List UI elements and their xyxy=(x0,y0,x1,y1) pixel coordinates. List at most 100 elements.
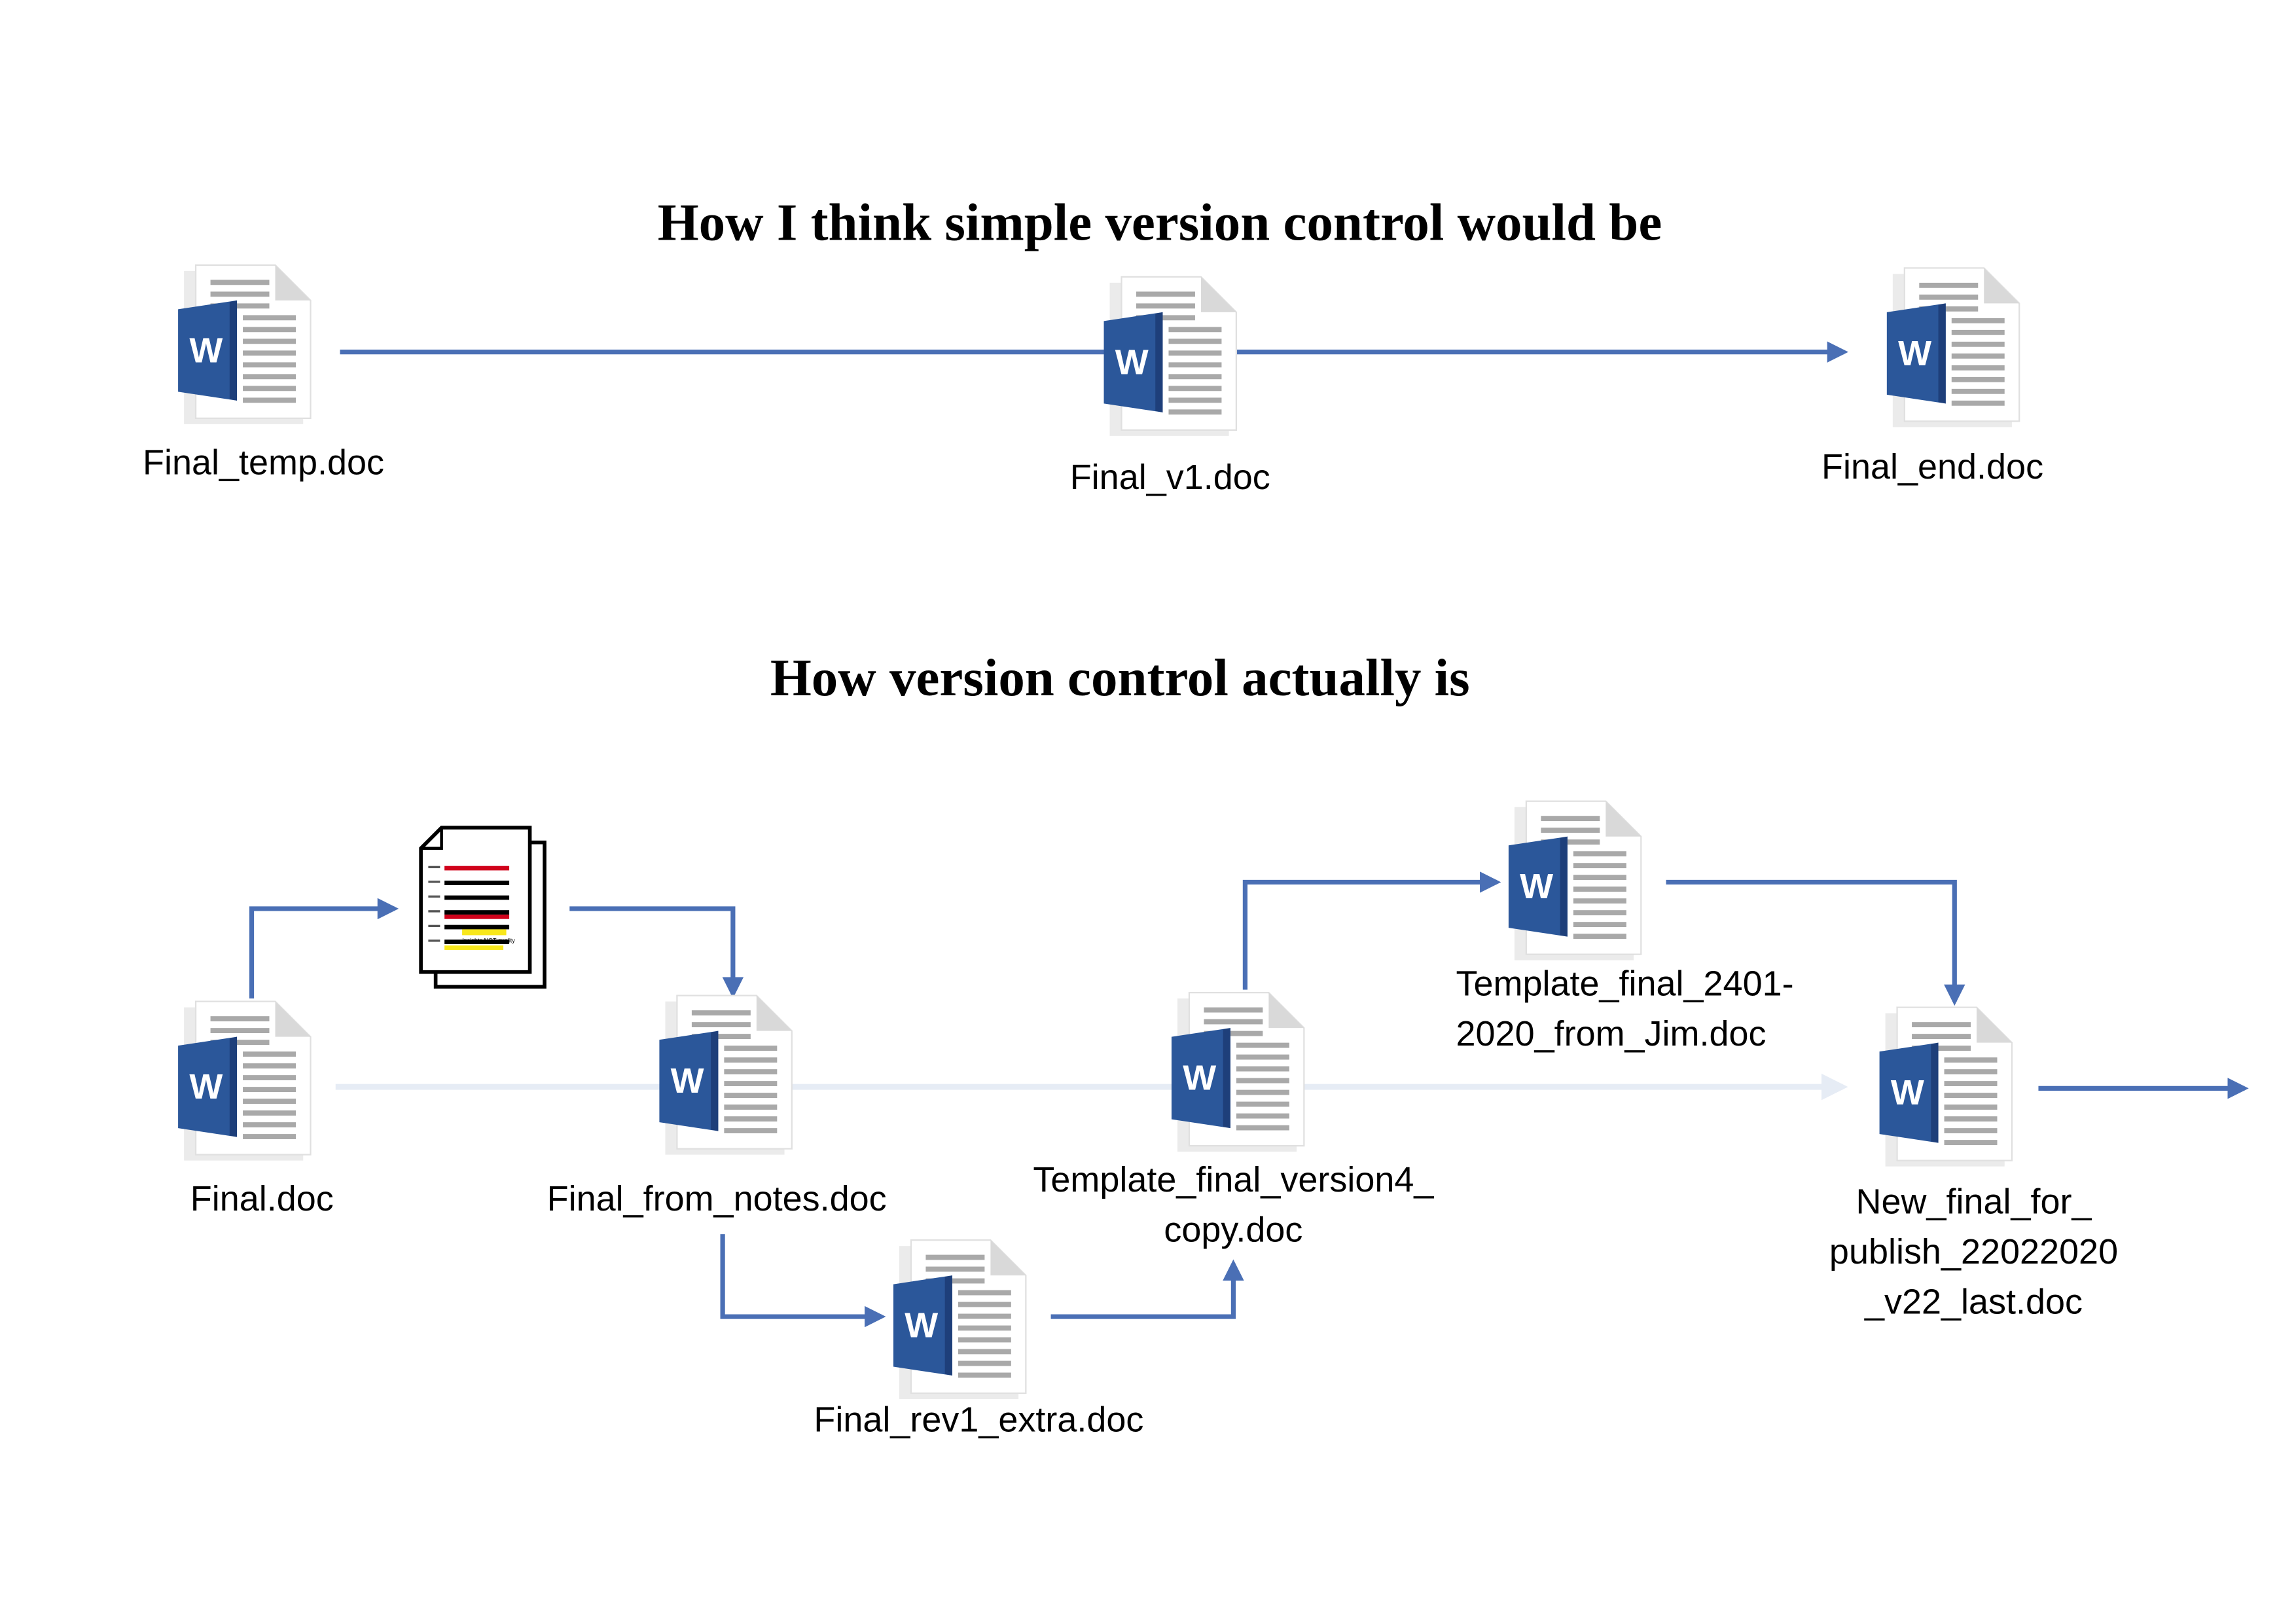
doc-text-line xyxy=(1573,910,1626,916)
doc-text-line xyxy=(1204,1019,1263,1025)
label-final: Final.doc xyxy=(190,1179,334,1220)
doc-text-line xyxy=(1168,397,1222,403)
label-line: Template_final_2401- xyxy=(1456,964,1794,1005)
doc-text-line xyxy=(1944,1128,1998,1133)
label-final-rev1-extra: Final_rev1_extra.doc xyxy=(814,1400,1144,1441)
doc-text-line xyxy=(243,397,296,403)
word-letter: W xyxy=(1183,1059,1216,1098)
notes-red-highlight xyxy=(444,914,510,919)
doc-text-line xyxy=(1951,318,2005,323)
notes-highlight-text: Insights NOT quality xyxy=(462,938,515,944)
doc-text-line xyxy=(1944,1057,1998,1063)
doc-text-line xyxy=(1136,303,1195,309)
doc-text-line xyxy=(724,1046,778,1051)
doc-text-line xyxy=(1944,1140,1998,1145)
label-line: Template_final_version4_ xyxy=(1033,1160,1434,1201)
doc-text-line xyxy=(925,1266,985,1272)
label-line: copy.doc xyxy=(1164,1211,1303,1250)
doc-text-line xyxy=(243,1087,296,1093)
notes-scribble xyxy=(428,910,440,913)
doc-text-line xyxy=(1204,1030,1263,1036)
doc-text-line xyxy=(1951,400,2005,406)
doc-text-line xyxy=(243,1075,296,1081)
label-line: 2020_from_Jim.doc xyxy=(1456,1014,1767,1055)
doc-text-line xyxy=(724,1128,778,1133)
word-badge-edge xyxy=(944,1275,952,1376)
doc-text-line xyxy=(1204,1007,1263,1013)
doc-text-line xyxy=(243,1051,296,1057)
doc-text-line xyxy=(724,1081,778,1087)
doc-text-line xyxy=(210,1040,270,1046)
doc-text-line xyxy=(1573,875,1626,881)
doc-text-line xyxy=(1912,1034,1971,1040)
doc-text-line xyxy=(243,1099,296,1104)
doc-text-line xyxy=(1951,365,2005,371)
word-letter: W xyxy=(1115,342,1149,382)
word-letter: W xyxy=(1520,867,1553,906)
word-badge-edge xyxy=(1560,836,1568,937)
doc-text-line xyxy=(1168,409,1222,415)
doc-text-line xyxy=(243,362,296,368)
doc-text-line xyxy=(1168,338,1222,344)
notes-scribble xyxy=(428,924,440,928)
label-final-temp: Final_temp.doc xyxy=(143,443,385,483)
doc-text-line xyxy=(958,1372,1011,1378)
doc-text-line xyxy=(1944,1104,1998,1110)
notes-text-line xyxy=(444,895,510,900)
doc-text-line xyxy=(691,1034,751,1040)
doc-text-line xyxy=(1168,386,1222,392)
doc-text-line xyxy=(1541,839,1600,845)
doc-text-line xyxy=(1951,376,2005,382)
doc-text-line xyxy=(1919,306,1979,312)
doc-text-line xyxy=(1168,374,1222,380)
arrow-final-to-notes xyxy=(249,898,399,999)
word-letter: W xyxy=(905,1306,938,1345)
doc-text-line xyxy=(724,1116,778,1122)
doc-text-line xyxy=(1236,1113,1289,1119)
doc-text-line xyxy=(243,338,296,344)
doc-text-line xyxy=(210,280,270,285)
doc-text-line xyxy=(1236,1125,1289,1131)
doc-text-line xyxy=(1951,388,2005,394)
arrow-rev1-to-template-v4 xyxy=(1050,1259,1244,1319)
doc-fold xyxy=(990,1240,1026,1276)
doc-fold xyxy=(1977,1007,2012,1043)
arrows-layer xyxy=(249,341,2249,1328)
word-badge-edge xyxy=(1938,303,1946,404)
doc-text-line xyxy=(724,1069,778,1075)
notes-scribble xyxy=(428,866,440,869)
word-letter: W xyxy=(671,1061,704,1101)
notes-text-line xyxy=(444,939,510,944)
notes-yellow-highlight xyxy=(462,929,507,936)
doc-text-line xyxy=(1573,922,1626,928)
doc-text-line xyxy=(1236,1054,1289,1060)
word-badge-edge xyxy=(711,1030,719,1131)
doc-text-line xyxy=(691,1022,751,1028)
doc-text-line xyxy=(243,327,296,333)
doc-text-line xyxy=(243,1110,296,1116)
word-badge xyxy=(178,1036,238,1137)
word-letter: W xyxy=(189,331,223,370)
label-line: publish_22022020 xyxy=(1829,1232,2119,1273)
doc-text-line xyxy=(1236,1101,1289,1107)
notes-text-line xyxy=(444,881,510,885)
label-line: _v22_last.doc xyxy=(1864,1283,2083,1323)
doc-text-line xyxy=(1236,1078,1289,1084)
doc-text-line xyxy=(1236,1066,1289,1072)
label-template-jim: Template_final_2401- 2020_from_Jim.doc xyxy=(1456,960,1794,1061)
doc-text-line xyxy=(1236,1042,1289,1048)
doc-text-line xyxy=(724,1093,778,1099)
word-badge-edge xyxy=(229,300,238,401)
word-badge-edge xyxy=(229,1036,238,1137)
doc-text-line xyxy=(243,350,296,356)
doc-text-line xyxy=(1168,362,1222,368)
doc-text-line xyxy=(210,291,270,297)
word-document-icon: W xyxy=(1171,992,1305,1152)
doc-text-line xyxy=(1919,282,1979,288)
doc-text-line xyxy=(1951,341,2005,347)
simple-title: How I think simple version control would… xyxy=(657,192,1662,252)
label-line: New_final_for_ xyxy=(1856,1182,2092,1223)
word-badge xyxy=(893,1275,952,1376)
word-badge xyxy=(1171,1028,1230,1129)
word-document-icon: W xyxy=(1886,267,2020,428)
